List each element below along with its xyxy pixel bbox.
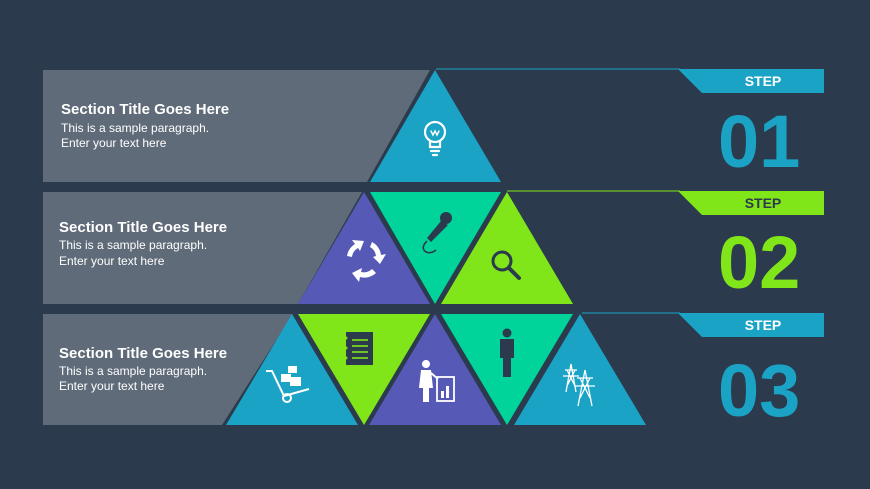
- step-2-ribbon: [678, 191, 824, 215]
- microphone-icon: [422, 212, 452, 254]
- step-1-line-1: This is a sample paragraph.: [61, 121, 210, 135]
- triangle-7: [369, 314, 501, 425]
- step-2-panel: [43, 192, 362, 304]
- step-1-ribbon: [678, 69, 824, 93]
- step-1-title: Section Title Goes Here: [61, 101, 230, 118]
- step-3-line-1: This is a sample paragraph.: [59, 364, 208, 378]
- step-1-number: 01: [718, 100, 801, 183]
- step-3-ribbon: [678, 313, 824, 337]
- step-3-number: 03: [718, 349, 801, 432]
- step-2-title: Section Title Goes Here: [59, 219, 228, 236]
- step-3-label: STEP: [744, 317, 782, 333]
- person-icon: [500, 328, 514, 377]
- triangle-4: [441, 192, 573, 304]
- triangle-9: [514, 314, 646, 425]
- lightbulb-icon: [423, 120, 447, 157]
- triangle-2: [298, 192, 430, 304]
- step-3-title: Section Title Goes Here: [59, 345, 228, 362]
- step-1-label: STEP: [744, 73, 782, 89]
- step-3-panel: [43, 314, 293, 425]
- triangle-6: [298, 314, 430, 425]
- step-2-number: 02: [718, 221, 801, 304]
- step-1-panel: [43, 70, 430, 182]
- triangle-1: [370, 70, 501, 182]
- step-3-line-2: Enter your text here: [59, 379, 165, 393]
- step-2-label: STEP: [744, 195, 782, 211]
- notebook-icon: [344, 332, 373, 365]
- step-1-line-2: Enter your text here: [61, 136, 167, 150]
- hand-truck-icon: [266, 366, 310, 403]
- recycle-arrows-icon: [347, 240, 386, 282]
- step-2-line-2: Enter your text here: [59, 254, 165, 268]
- magnifier-icon: [491, 250, 521, 280]
- presenter-icon: [419, 360, 455, 402]
- triangle-3: [370, 192, 501, 304]
- power-tower-icon: [563, 363, 595, 407]
- step-2-line-1: This is a sample paragraph.: [59, 238, 208, 252]
